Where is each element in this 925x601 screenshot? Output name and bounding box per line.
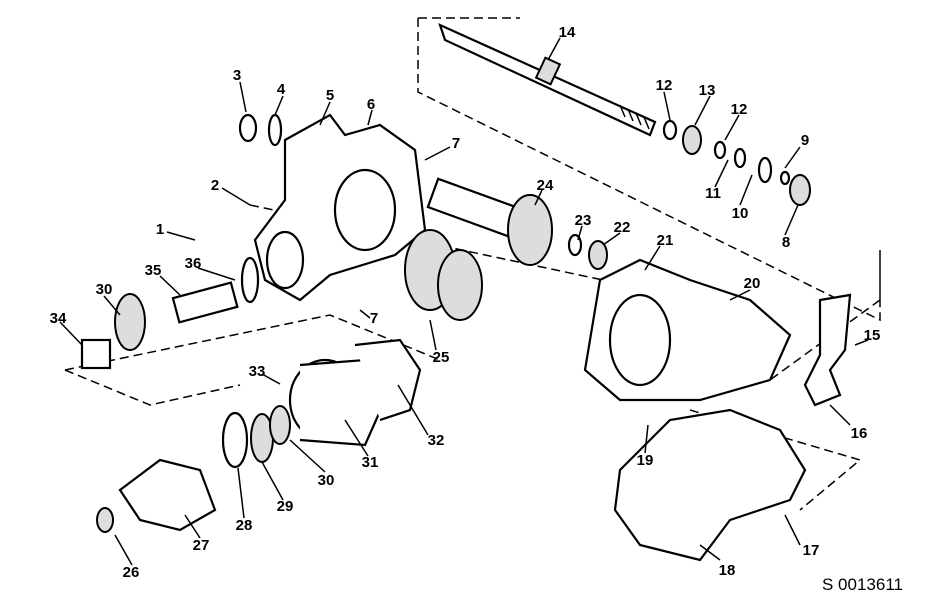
callout-20: 20 (744, 275, 761, 292)
callout-31: 31 (362, 454, 379, 471)
reference-number: S 0013611 (822, 575, 903, 594)
callout-22: 22 (614, 219, 631, 236)
callout-12: 12 (656, 77, 673, 94)
callout-28: 28 (236, 517, 253, 534)
callout-6: 6 (367, 96, 375, 113)
shaft-group-outline (417, 17, 881, 381)
callout-15: 15 (864, 327, 881, 344)
nut-26 (96, 507, 114, 533)
callout-8: 8 (782, 234, 790, 251)
callout-21: 21 (657, 232, 674, 249)
callout-7: 7 (370, 310, 378, 327)
callout-30: 30 (96, 281, 113, 298)
callout-24: 24 (537, 177, 554, 194)
callout-26: 26 (123, 564, 140, 581)
callout-14: 14 (559, 24, 576, 41)
callout-17: 17 (803, 542, 820, 559)
callout-33: 33 (249, 363, 266, 380)
callout-2: 2 (211, 177, 219, 194)
callout-11: 11 (705, 185, 721, 202)
callout-7: 7 (452, 135, 460, 152)
callout-1: 1 (156, 221, 164, 238)
callout-3: 3 (233, 67, 241, 84)
callout-9: 9 (801, 132, 809, 149)
callout-18: 18 (719, 562, 736, 579)
callout-16: 16 (851, 425, 868, 442)
callout-30: 30 (318, 472, 335, 489)
callout-35: 35 (145, 262, 162, 279)
callout-19: 19 (637, 452, 654, 469)
shift-fork (803, 293, 852, 407)
callout-4: 4 (277, 81, 286, 98)
leader-lines (59, 37, 869, 566)
callout-29: 29 (277, 498, 294, 515)
callout-34: 34 (50, 310, 67, 327)
callout-23: 23 (575, 212, 592, 229)
callout-13: 13 (699, 82, 716, 99)
callouts: 1 2 3 4 5 6 7 7 8 9 10 11 12 12 13 14 15… (50, 24, 881, 581)
cover (613, 408, 807, 562)
callout-10: 10 (732, 205, 749, 222)
callout-27: 27 (193, 537, 210, 554)
housing-bore (333, 168, 397, 252)
callout-5: 5 (326, 87, 334, 104)
callout-25: 25 (433, 349, 450, 366)
rear-housing-bore (608, 293, 672, 387)
output-shaft (438, 22, 657, 137)
gasket-32 (354, 338, 422, 422)
gears (80, 177, 553, 370)
housing-bore (265, 230, 305, 290)
extension-housing-27 (118, 458, 217, 532)
callout-12: 12 (731, 101, 748, 118)
callout-32: 32 (428, 432, 445, 449)
callout-36: 36 (185, 255, 202, 272)
rear-group-outline (64, 314, 441, 406)
